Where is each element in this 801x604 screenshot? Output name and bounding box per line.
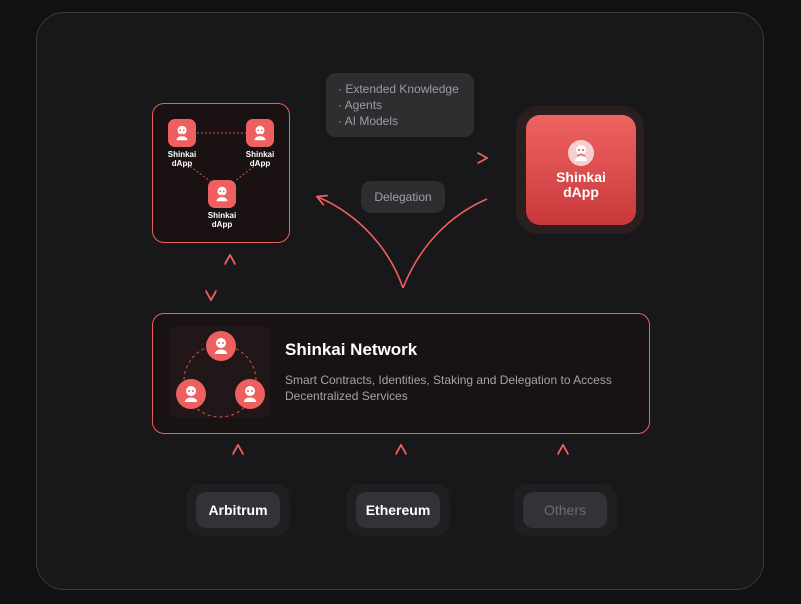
shinkai-mascot-icon	[208, 180, 236, 208]
capability-item: · AI Models	[338, 114, 399, 128]
network-node-icon	[206, 331, 236, 361]
chain-label: Others	[523, 492, 607, 528]
capability-item: · Agents	[338, 98, 383, 112]
shinkai-mascot-icon	[568, 140, 594, 166]
capability-item: · Extended Knowledge	[338, 82, 459, 96]
delegation-curve-left	[318, 197, 404, 289]
shinkai-mascot-icon	[168, 119, 196, 147]
chain-label: Ethereum	[356, 492, 440, 528]
network-node-icon	[176, 379, 206, 409]
network-description: Smart Contracts, Identities, Staking and…	[285, 373, 612, 403]
cluster-links	[186, 132, 258, 182]
chain-card-ethereum: Ethereum	[346, 484, 450, 536]
chain-card-others: Others	[513, 484, 617, 536]
network-title: Shinkai Network	[285, 340, 418, 359]
delegation-curve-right	[402, 198, 488, 289]
shinkai-mascot-icon	[246, 119, 274, 147]
capabilities-list: · Extended Knowledge · Agents · AI Model…	[326, 73, 474, 137]
delegation-label: Delegation	[361, 181, 445, 213]
chain-card-arbitrum: Arbitrum	[186, 484, 290, 536]
network-node-icon	[235, 379, 265, 409]
chain-label: Arbitrum	[196, 492, 280, 528]
